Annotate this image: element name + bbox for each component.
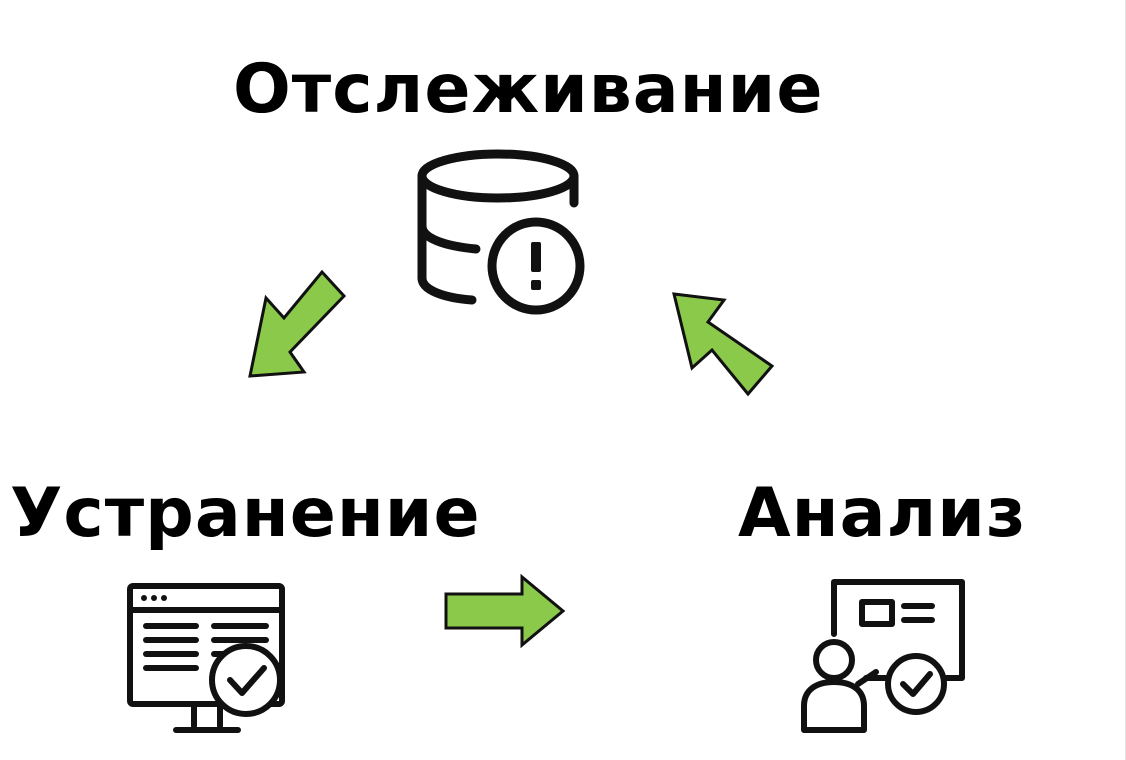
arrow-down-left-icon	[248, 269, 347, 378]
arrow-up-left-icon	[672, 292, 775, 397]
stage-label-monitoring: Отслеживание	[233, 50, 824, 129]
presenter-board-check-icon	[801, 579, 965, 733]
database-alert-icon	[417, 149, 585, 315]
stage-label-analysis: Анализ	[738, 474, 1027, 553]
stage-label-remediation: Устранение	[10, 474, 481, 553]
monitor-check-icon	[127, 583, 285, 733]
arrow-right-icon	[444, 573, 566, 649]
